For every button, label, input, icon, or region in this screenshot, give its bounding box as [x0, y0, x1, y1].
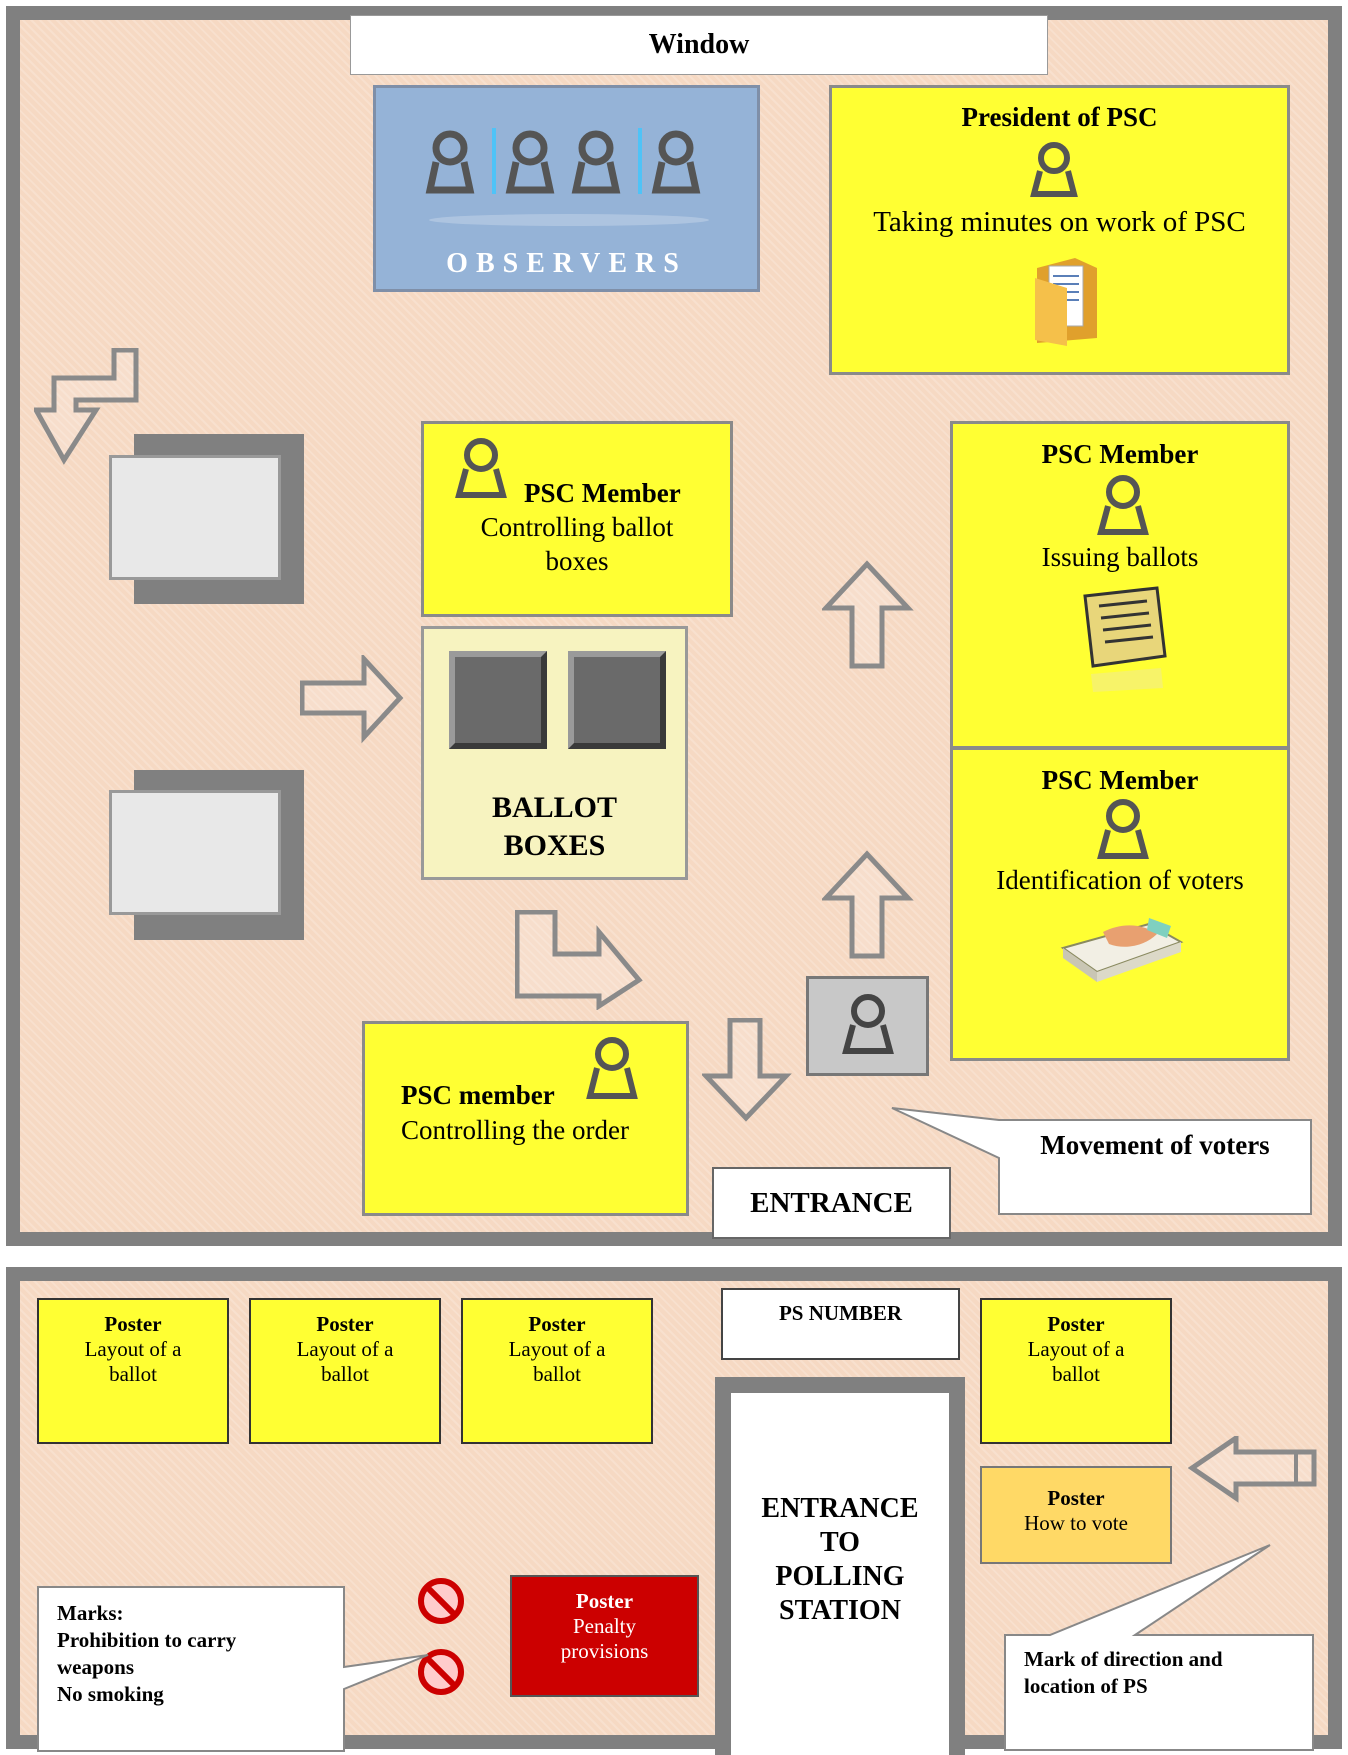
person-icon [1097, 475, 1149, 535]
poster-ballot-3: Poster Layout of a ballot [461, 1298, 653, 1444]
voting-booth-2-screen [109, 790, 281, 915]
member-issuing-title: PSC Member [1041, 439, 1199, 469]
poster-title: Poster [1047, 1312, 1105, 1336]
president-task: Taking minutes on work of PSC [873, 206, 1246, 238]
marks-callout-bubble [37, 1586, 429, 1752]
marks-callout-line4: No smoking [57, 1682, 164, 1706]
poster-how-to-vote: Poster How to vote [980, 1466, 1172, 1564]
poster-how-to-vote-title: Poster [1047, 1486, 1105, 1510]
marks-callout-line2: Prohibition to carry [57, 1628, 237, 1652]
person-icon [1030, 142, 1078, 197]
member-ballot-boxes-box: PSC Member Controlling ballot boxes [421, 421, 733, 617]
arrow-right-to-ballot-boxes [300, 655, 404, 744]
poster-ballot-1: Poster Layout of a ballot [37, 1298, 229, 1444]
observers-panel: OBSERVERS [373, 85, 760, 292]
member-issuing-box: PSC Member Issuing ballots [950, 421, 1290, 749]
voting-booth-1-screen [109, 455, 281, 580]
poster-penalty-title: Poster [575, 1589, 634, 1613]
person-icon [1097, 799, 1149, 859]
poster-text-line2: ballot [109, 1362, 157, 1386]
entrance-polling-line4: STATION [779, 1595, 901, 1626]
member-ballot-boxes-task-line1: Controlling ballot [480, 512, 674, 542]
arrow-up-to-identification [822, 850, 914, 959]
poster-text-line2: ballot [321, 1362, 369, 1386]
turn-arrow-down-left [34, 348, 139, 465]
president-psc-box: President of PSC Taking minutes on work … [829, 85, 1290, 375]
direction-callout-bubble [1004, 1544, 1314, 1751]
poster-penalty: Poster Penalty provisions [510, 1575, 699, 1697]
ps-number-sign: PS NUMBER [721, 1288, 960, 1360]
entrance-polling-station: ENTRANCE TO POLLING STATION [715, 1377, 965, 1755]
poster-text-line2: ballot [533, 1362, 581, 1386]
poster-text-line1: Layout of a [508, 1337, 606, 1361]
ballot-box-1 [449, 651, 547, 749]
member-order-task: Controlling the order [401, 1115, 629, 1145]
poster-text-line1: Layout of a [84, 1337, 182, 1361]
member-order-title: PSC member [401, 1080, 555, 1110]
member-identification-task: Identification of voters [996, 865, 1244, 895]
ballot-boxes-area: BALLOT BOXES [421, 626, 688, 880]
direction-callout-line2: location of PS [1024, 1674, 1148, 1698]
movement-callout-text: Movement of voters [1040, 1130, 1270, 1160]
movement-callout-bubble [891, 1107, 1312, 1215]
folder-icon [1035, 258, 1097, 346]
president-title: President of PSC [961, 102, 1158, 132]
observers-label: OBSERVERS [446, 248, 687, 279]
member-identification-box: PSC Member Identification of voters [950, 747, 1290, 1061]
poster-how-to-vote-text: How to vote [1024, 1511, 1128, 1535]
poster-title: Poster [316, 1312, 374, 1336]
person-icon [448, 435, 514, 503]
member-identification-title: PSC Member [1041, 765, 1199, 795]
poster-ballot-4: Poster Layout of a ballot [980, 1298, 1172, 1444]
poster-title: Poster [104, 1312, 162, 1336]
arrow-up-to-issuing [822, 560, 914, 669]
no-smoking-icon [418, 1649, 464, 1695]
ballot-paper-icon [1083, 586, 1167, 692]
poster-title: Poster [528, 1312, 586, 1336]
ballot-boxes-label-line2: BOXES [503, 829, 606, 862]
marks-callout-line1: Marks: [57, 1601, 124, 1625]
voter-list-icon [1053, 898, 1189, 1006]
person-icon [575, 1034, 649, 1106]
voter-person-icon [842, 994, 894, 1054]
member-ballot-boxes-title: PSC Member [524, 478, 681, 508]
direction-arrow-left [1188, 1436, 1317, 1503]
poster-text-line1: Layout of a [296, 1337, 394, 1361]
ballot-box-2 [568, 651, 666, 749]
poster-penalty-line1: Penalty [573, 1614, 636, 1638]
poster-text-line2: ballot [1052, 1362, 1100, 1386]
poster-text-line1: Layout of a [1027, 1337, 1125, 1361]
no-weapons-icon [418, 1578, 464, 1624]
member-issuing-task: Issuing ballots [1041, 542, 1199, 572]
member-ballot-boxes-task-line2: boxes [545, 546, 609, 576]
voter-figure-box [806, 976, 929, 1076]
arrow-down-exit [702, 1018, 792, 1122]
marks-callout-line3: weapons [57, 1655, 135, 1679]
poster-penalty-line2: provisions [560, 1639, 649, 1663]
ballot-boxes-label-line1: BALLOT [491, 791, 618, 824]
entrance-label: ENTRANCE [712, 1167, 951, 1239]
entrance-polling-line3: POLLING [775, 1561, 905, 1592]
direction-callout-line1: Mark of direction and [1024, 1647, 1223, 1671]
entrance-polling-line1: ENTRANCE [761, 1493, 919, 1524]
window-label: Window [350, 15, 1048, 75]
observers-people-icon [425, 128, 709, 226]
member-order-box: PSC member Controlling the order [362, 1021, 689, 1216]
arrow-from-ballot-boxes-to-exit [515, 910, 643, 1010]
poster-ballot-2: Poster Layout of a ballot [249, 1298, 441, 1444]
entrance-polling-line2: TO [820, 1527, 860, 1558]
